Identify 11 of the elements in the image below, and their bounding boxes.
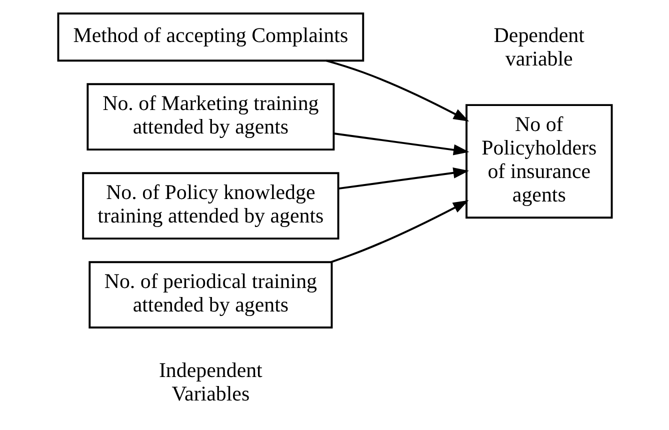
node-box: No of Policyholders of insurance agents (465, 104, 612, 219)
label: Independent Variables (158, 358, 262, 406)
arrow (338, 167, 469, 190)
node-box: Method of accepting Complaints (56, 12, 364, 62)
label: Dependent variable (493, 23, 584, 71)
arrow (326, 60, 469, 122)
arrow (330, 200, 468, 263)
node-box: No. of Policy knowledge training attended by agents (82, 172, 339, 240)
node-box: No. of periodical training attended by agents (88, 261, 332, 329)
arrow (333, 132, 469, 156)
node-box: No. of Marketing training attended by agents (86, 83, 334, 151)
